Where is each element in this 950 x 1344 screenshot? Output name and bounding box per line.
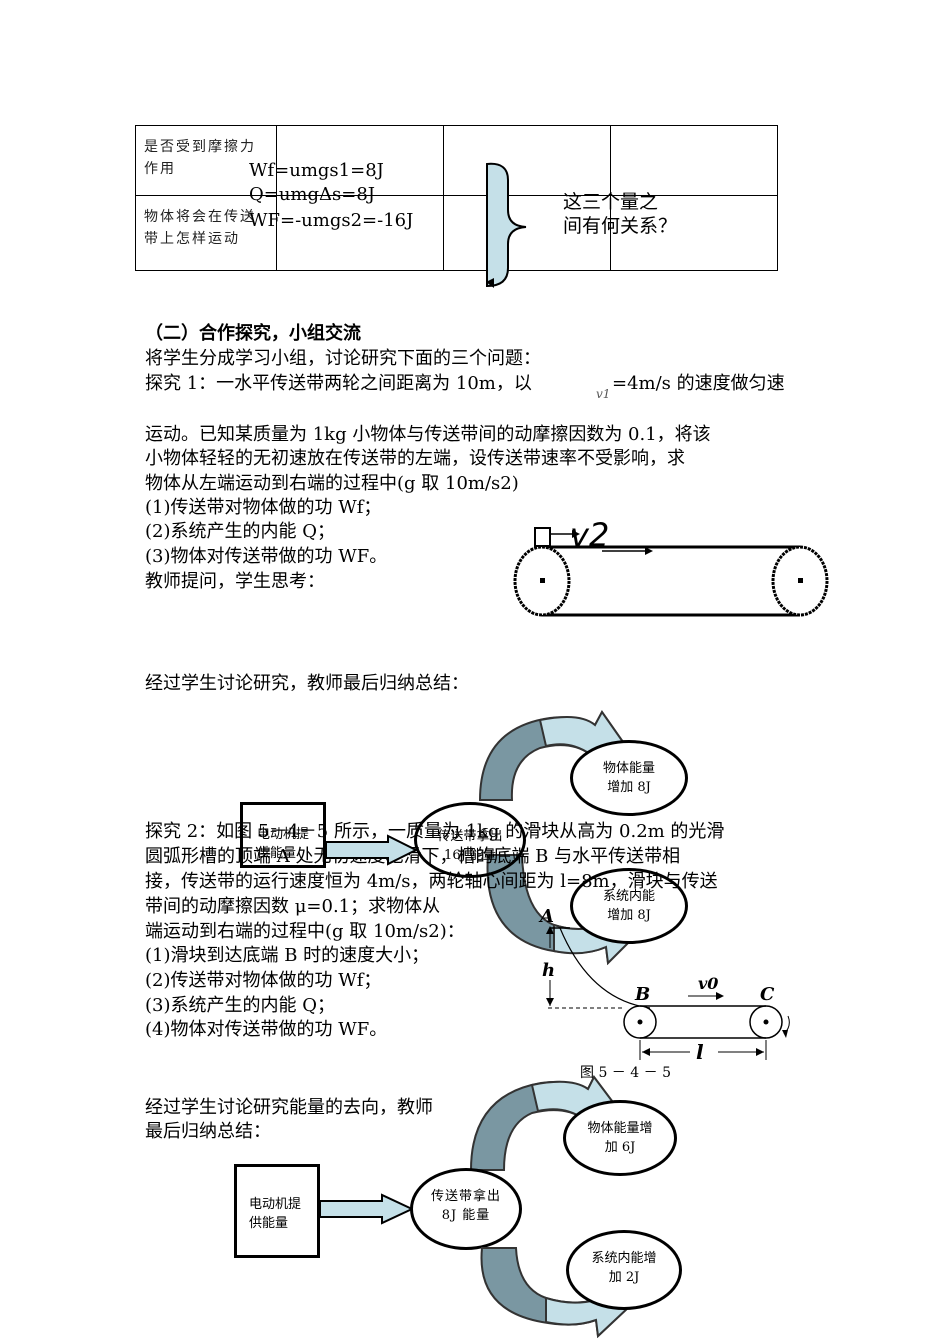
row2-question: 物体将会在传送带上怎样运动 [135, 195, 277, 271]
section-intro: 将学生分成学习小组，讨论研究下面的三个问题： [145, 348, 541, 369]
explore2-q4: (4)物体对传送带做的功 WF。 [145, 1019, 388, 1040]
v2-label: v2 [570, 516, 610, 554]
flow1-belt-energy: 传送带拿出 16J 能量 [414, 802, 526, 878]
explore1-line4: 物体从左端运动到右端的过程中(g 取 10m/s2) [145, 473, 519, 494]
formula-q: Q=umgΔs=8J [249, 184, 376, 205]
flow2-motor-box: 电动机提供能量 [234, 1164, 320, 1258]
explore2-q2: (2)传送带对物体做的功 Wf； [145, 970, 382, 991]
flow2-belt-energy: 传送带拿出 8J 能量 [410, 1168, 522, 1250]
figure-5-4-5 [546, 926, 790, 1060]
explore1-q1: (1)传送带对物体做的功 Wf； [145, 497, 382, 518]
flow2-object-energy: 物体能量增加 6J [563, 1100, 677, 1176]
explore1-line1-end: =4m/s 的速度做匀速 [612, 373, 785, 394]
relation-question-line2: 间有何关系？ [563, 215, 678, 237]
explore1-q2: (2)系统产生的内能 Q； [145, 521, 335, 542]
row1-question: 是否受到摩擦力作用 [135, 125, 277, 196]
explore1-q3: (3)物体对传送带做的功 WF。 [145, 546, 388, 567]
teacher-ask: 教师提问，学生思考： [145, 571, 325, 592]
v1-symbol: v1 [596, 387, 611, 401]
fig-label-C: C [760, 984, 775, 1005]
comparison-table: 是否受到摩擦力作用 物体将会在传送带上怎样运动 [135, 125, 778, 271]
fig-label-A: A [540, 906, 554, 927]
explore1-line1: 探究 1：一水平传送带两轮之间距离为 10m，以 [145, 373, 532, 394]
relation-question-line1: 这三个量之 [563, 191, 659, 213]
conveyor-belt-diagram-1 [513, 527, 829, 617]
curly-brace [486, 162, 527, 288]
summary2-line2: 最后归纳总结： [145, 1121, 271, 1142]
explore2-line5: 端运动到右端的过程中(g 取 10m/s2)： [145, 921, 465, 942]
flow1-motor-arrow [325, 834, 419, 866]
explore2-line3: 接，传送带的运行速度恒为 4m/s，两轮轴心间距为 l=8m，滑块与传送 [145, 871, 718, 892]
section-heading: （二）合作探究，小组交流 [145, 323, 361, 344]
fig-label-l: l [696, 1040, 704, 1064]
formula-wF: WF=-umgs2=-16J [249, 210, 414, 231]
flow2-heat-energy: 系统内能增加 2J [566, 1230, 682, 1310]
explore1-line2: 运动。已知某质量为 1kg 小物体与传送带间的动摩擦因数为 0.1，将该 [145, 424, 711, 445]
fig-label-h: h [542, 960, 556, 981]
explore2-line4: 带间的动摩擦因数 μ=0.1；求物体从 [145, 896, 441, 917]
fig-caption: 图 5 － 4 － 5 [580, 1065, 671, 1081]
fig-label-B: B [635, 984, 651, 1005]
summary2-line1: 经过学生讨论研究能量的去向，教师 [145, 1097, 433, 1118]
formula-wf: Wf=umgs1=8J [249, 160, 384, 181]
fig-label-v0: v0 [698, 974, 719, 993]
explore2-q3: (3)系统产生的内能 Q； [145, 995, 335, 1016]
explore2-q1: (1)滑块到达底端 B 时的速度大小； [145, 945, 430, 966]
explore1-line3: 小物体轻轻的无初速放在传送带的左端，设传送带速率不受影响，求 [145, 448, 685, 469]
flow1-object-energy: 物体能量增加 8J [570, 740, 688, 816]
flow1-heat-energy: 系统内能增加 8J [570, 868, 688, 944]
summary1: 经过学生讨论研究，教师最后归纳总结： [145, 673, 469, 694]
flow2-motor-arrow [319, 1193, 415, 1225]
flow1-motor-box: 电动机提供能量 [240, 802, 326, 868]
